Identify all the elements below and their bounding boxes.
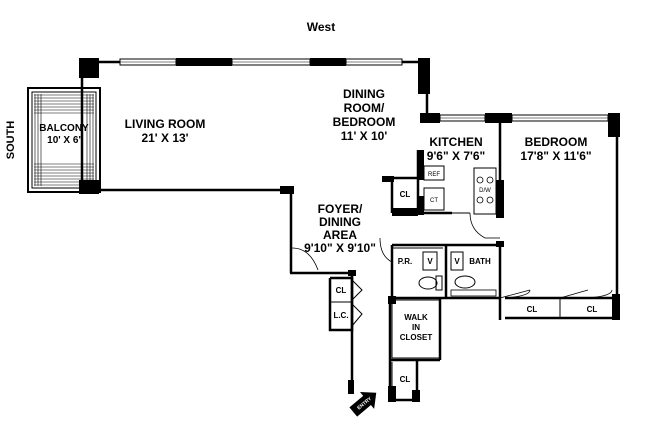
closet-bed1-label: CL: [527, 305, 538, 314]
compass-west: West: [307, 20, 335, 34]
kitchen-label: KITCHEN: [429, 135, 482, 149]
foyer-line2: DINING: [319, 215, 361, 229]
dining-line1: DINING: [343, 87, 385, 101]
bedroom-dims: 17'8" X 11'6": [520, 149, 591, 163]
powder-room-label: P.R.: [398, 257, 413, 266]
room-labels: LIVING ROOM 21' X 13' DINING ROOM/ BEDRO…: [125, 87, 592, 255]
walkin-line2: IN: [412, 323, 420, 332]
kitchen-fixtures: REF CT D/W: [423, 165, 497, 215]
walk-in-closet: WALK IN CLOSET: [391, 299, 441, 359]
balcony-label: BALCONY: [39, 123, 89, 134]
closet-linen-label: L.C.: [333, 311, 348, 320]
bedroom-closets: CL CL: [527, 305, 598, 314]
closet-kitchen-label: CL: [400, 190, 411, 199]
foyer-line1: FOYER/: [318, 202, 363, 216]
dishwasher-label: D/W: [479, 188, 491, 194]
bedroom-label: BEDROOM: [525, 135, 588, 149]
closet-bed2-label: CL: [587, 305, 598, 314]
compass-south: SOUTH: [5, 121, 17, 160]
balcony: BALCONY 10' X 6': [27, 87, 101, 193]
bath-label: BATH: [469, 257, 491, 266]
fridge-label: REF: [428, 172, 440, 178]
counter-label: CT: [430, 198, 438, 204]
dining-line2: ROOM/: [344, 101, 385, 115]
dining-dims: 11' X 10': [341, 129, 388, 143]
bath-vanity-label: V: [454, 257, 460, 266]
balcony-dims: 10' X 6': [47, 135, 81, 146]
closet-foyer-label: CL: [336, 286, 347, 295]
door-swings: [291, 212, 613, 299]
foyer-closets: CL L.C.: [328, 276, 363, 332]
living-room-label: LIVING ROOM: [125, 117, 206, 131]
foyer-line3: AREA: [323, 228, 357, 242]
bath: V BATH: [450, 251, 497, 297]
powder-vanity-label: V: [427, 257, 433, 266]
kitchen-dims: 9'6" X 7'6": [427, 149, 485, 163]
walkin-line3: CLOSET: [400, 333, 433, 342]
powder-room: P.R. V: [392, 247, 443, 291]
entry-closet: CL: [391, 362, 411, 398]
wall-piers: [79, 58, 620, 402]
kitchen-closet: CL: [400, 190, 411, 199]
closet-entry-label: CL: [400, 375, 411, 384]
foyer-dims: 9'10" X 9'10": [304, 241, 376, 255]
dining-line3: BEDROOM: [333, 115, 396, 129]
walkin-line1: WALK: [404, 313, 428, 322]
living-room-dims: 21' X 13': [141, 131, 188, 145]
